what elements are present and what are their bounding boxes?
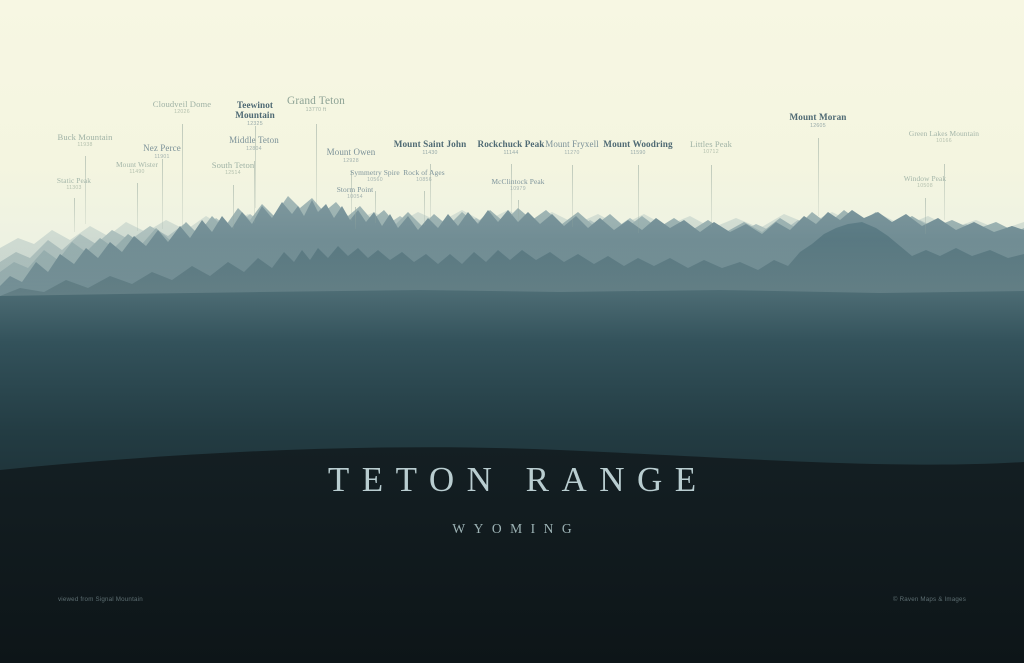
leader-line: [182, 124, 183, 228]
peak-name: Rockchuck Peak: [477, 139, 545, 149]
peak-elevation: 11303: [66, 184, 82, 191]
peak-name: Middle Teton: [229, 135, 279, 145]
leader-line: [572, 165, 573, 227]
leader-line: [255, 126, 256, 208]
peak-name: Storm Point: [336, 185, 374, 194]
peak-name: Littles Peak: [689, 139, 732, 149]
peak-name: McClintock Peak: [491, 177, 545, 186]
copyright-note: © Raven Maps & Images: [892, 596, 966, 603]
leader-line: [424, 191, 425, 225]
peak-elevation: 12605: [810, 122, 826, 129]
leader-line: [711, 165, 712, 227]
leader-line: [74, 198, 75, 232]
subtitle: WYOMING: [452, 521, 581, 536]
leader-line: [233, 185, 234, 229]
peak-elevation: 11590: [630, 149, 646, 156]
peak-name: Static Peak: [56, 176, 92, 185]
peak-elevation: 10979: [510, 185, 526, 192]
peak-name: Window Peak: [903, 174, 947, 183]
peak-elevation: 12325: [247, 120, 263, 127]
peak-elevation: 12026: [174, 109, 190, 116]
peak-name: Teewinot Mountain: [235, 100, 275, 120]
peak-name: Mount Fryxell: [545, 139, 599, 149]
leader-line: [355, 207, 356, 229]
leader-line: [925, 198, 926, 234]
peak-name: Mount Owen: [326, 147, 376, 157]
leader-line: [430, 164, 431, 220]
leader-line: [375, 191, 376, 223]
peak-name: Mount Saint John: [393, 139, 467, 149]
leader-line: [316, 124, 317, 210]
peak-elevation: 11144: [503, 149, 519, 156]
leader-line: [85, 156, 86, 224]
viewpoint-note: viewed from Signal Mountain: [58, 596, 143, 603]
peak-elevation: 10054: [347, 193, 363, 200]
title-block: TETON RANGE WYOMING: [0, 462, 1024, 537]
peak-elevation: 11901: [154, 153, 170, 160]
peak-elevation: 11430: [422, 149, 438, 156]
peak-elevation: 11490: [129, 168, 145, 175]
leader-line: [511, 164, 512, 216]
peak-elevation: 10166: [936, 137, 952, 144]
leader-line: [944, 164, 945, 220]
peak-elevation: 10508: [917, 182, 933, 189]
foreground-base: [0, 447, 1024, 663]
peak-elevation: 12804: [246, 145, 262, 152]
peak-elevation: 13770 ft: [305, 107, 327, 114]
leader-line: [818, 138, 819, 216]
peak-elevation: 10560: [367, 176, 383, 183]
peak-elevation: 11270: [564, 149, 580, 156]
peak-name: Mount Woodring: [603, 139, 673, 149]
peak-elevation: 10856: [416, 176, 432, 183]
peak-name: Cloudveil Dome: [152, 99, 212, 109]
leader-line: [638, 165, 639, 233]
peak-name: South Teton: [211, 160, 255, 170]
peak-elevation: 10712: [703, 149, 719, 156]
peak-name: Mount Moran: [789, 112, 847, 122]
leader-line: [518, 200, 519, 222]
peak-name: Symmetry Spire: [350, 168, 400, 177]
leader-line: [351, 171, 352, 221]
leader-line: [137, 183, 138, 231]
peak-name: Rock of Ages: [403, 168, 445, 177]
peak-elevation: 12514: [225, 170, 241, 177]
peak-name: Buck Mountain: [57, 132, 113, 142]
peak-name: Mount Wister: [115, 160, 159, 169]
peak-name: Grand Teton: [287, 95, 345, 107]
leader-line: [162, 159, 163, 229]
peak-elevation: 11938: [77, 142, 93, 149]
leader-line: [254, 161, 255, 223]
peak-elevation: 12928: [343, 157, 359, 164]
peak-name: Green Lakes Mountain: [908, 129, 980, 138]
page-title: TETON RANGE: [327, 460, 709, 499]
peak-name: Nez Perce: [143, 143, 181, 153]
